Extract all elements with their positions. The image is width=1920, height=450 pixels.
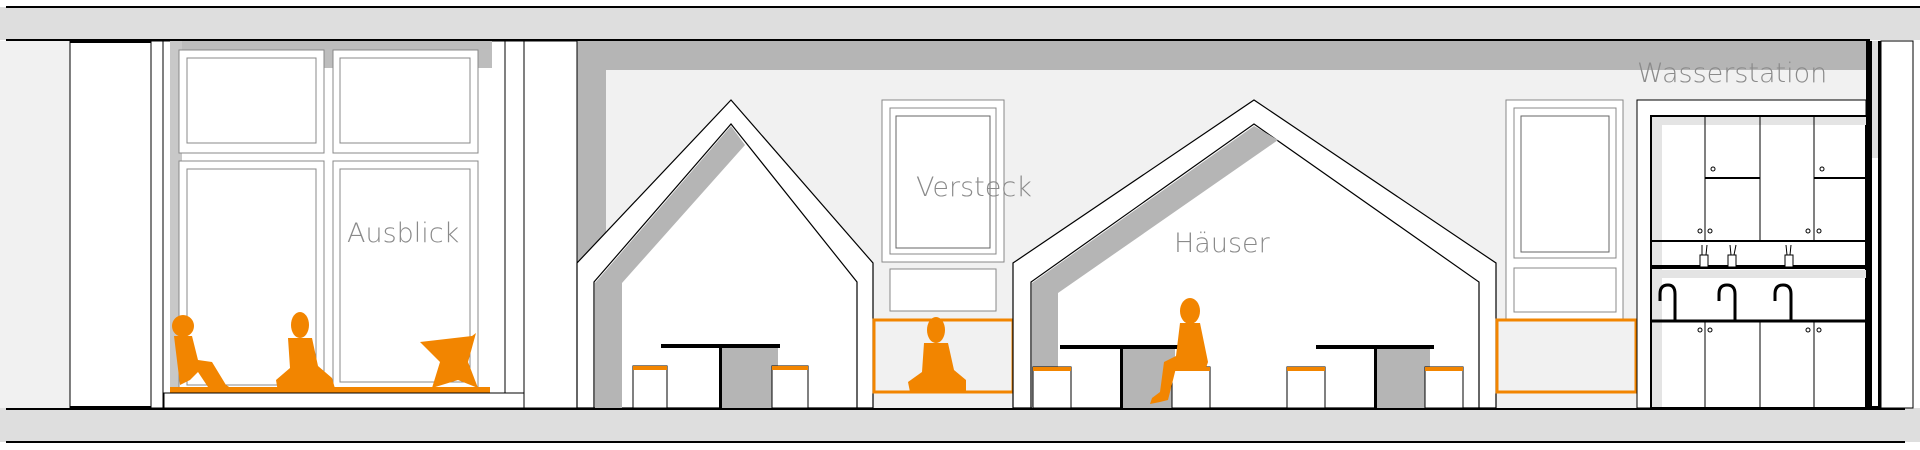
label-ausblick: Ausblick xyxy=(347,218,459,249)
stool xyxy=(1171,366,1211,409)
cup-icon xyxy=(1699,244,1709,268)
stool xyxy=(1424,366,1464,409)
window-versteck xyxy=(872,99,1015,394)
cushion xyxy=(420,333,478,388)
floor-slab xyxy=(0,406,1920,443)
label-haeuser: Häuser xyxy=(1174,228,1271,259)
faucet-icon xyxy=(1658,283,1677,320)
water-station-cabinets xyxy=(1636,99,1867,409)
faucet-icon xyxy=(1717,283,1737,320)
cup-icon xyxy=(1784,244,1794,268)
stool xyxy=(632,365,668,409)
person-crosslegged xyxy=(276,312,336,392)
person-sitting-stool xyxy=(1150,298,1208,404)
window-ausblick xyxy=(163,41,525,409)
ceiling-slab xyxy=(0,6,1920,43)
table-3 xyxy=(1316,345,1434,408)
faucet-icon xyxy=(1773,283,1793,320)
window-right xyxy=(1495,99,1638,394)
cup-icon xyxy=(1727,244,1737,268)
house-1 xyxy=(576,99,874,409)
label-versteck: Versteck xyxy=(916,172,1032,203)
table-1 xyxy=(661,344,780,408)
stool xyxy=(771,365,809,409)
person-sitting-versteck xyxy=(908,317,966,392)
table-2 xyxy=(1060,345,1178,408)
stool xyxy=(1286,366,1326,409)
person-reclining xyxy=(172,315,234,390)
label-wasserstation: Wasserstation xyxy=(1637,58,1827,89)
stool xyxy=(1032,366,1072,409)
